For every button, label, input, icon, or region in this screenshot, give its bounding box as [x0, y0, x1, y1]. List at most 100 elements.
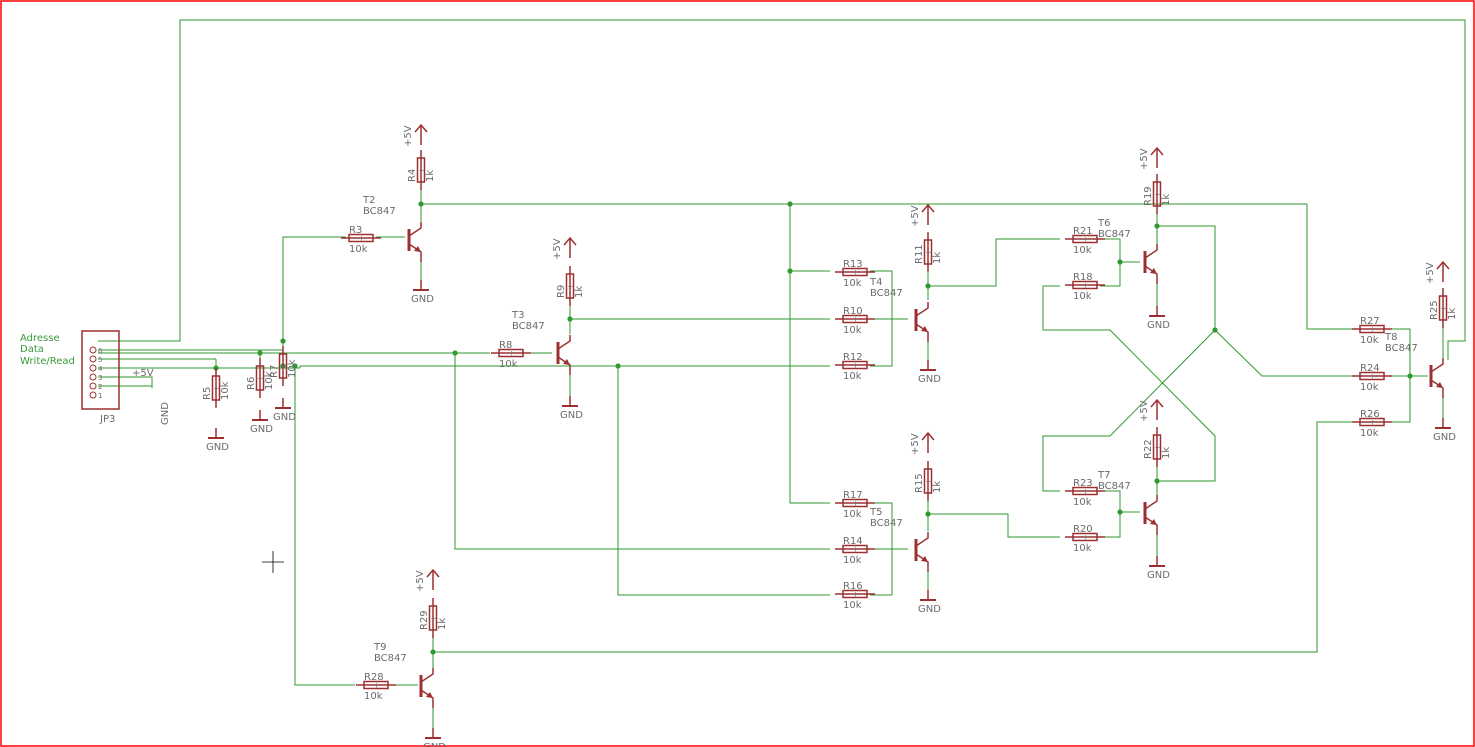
emitter-arrow [563, 359, 570, 365]
ground-label: GND [250, 424, 273, 435]
resistor-value-label: 1k [932, 481, 943, 493]
transistor-t5 [914, 532, 929, 572]
signal-label-adresse: Adresse [20, 333, 60, 344]
connector-pin-number: 4 [98, 365, 103, 373]
resistor-body [278, 353, 288, 379]
resistor-value-label: 10k [1360, 428, 1379, 439]
polarity-mark: + [1083, 282, 1089, 290]
junction-dot [567, 316, 573, 322]
supply-arrow-icon [563, 236, 577, 246]
wire [454, 353, 830, 550]
transistor-t7 [1143, 495, 1158, 535]
junction-dot [452, 350, 458, 356]
resistor-value-label: 10k [843, 600, 862, 611]
resistor-r11: + [923, 232, 933, 272]
resistor-r28: + [356, 680, 396, 690]
junction-dot [787, 268, 793, 274]
transistor-value-label: BC847 [1098, 481, 1131, 492]
resistor-value-label: 10k [843, 325, 862, 336]
ground-symbol [208, 428, 224, 439]
polarity-mark: + [374, 682, 380, 690]
resistor-r15: + [923, 461, 933, 501]
resistor-body [1072, 280, 1098, 290]
resistor-value-label: 10k [349, 244, 368, 255]
wire [1042, 329, 1216, 492]
resistor-ref-label: R7 [269, 365, 280, 378]
resistor-ref-label: R5 [202, 387, 213, 400]
resistor-body [498, 348, 524, 358]
polarity-mark: + [509, 350, 515, 358]
resistor-ref-label: R27 [1360, 316, 1380, 327]
junction-dot [257, 350, 263, 356]
resistor-value-label: 10k [843, 278, 862, 289]
transistor-ref-label: T3 [511, 310, 524, 321]
resistor-value-label: 10k [1073, 291, 1092, 302]
ground-label: GND [411, 294, 434, 305]
supply-symbol [921, 203, 935, 225]
resistor-ref-label: R29 [419, 610, 430, 630]
ground-label: GND [206, 442, 229, 453]
ground-label: GND [423, 742, 446, 747]
wire [1157, 225, 1352, 377]
resistor-r5: + [211, 368, 221, 408]
resistor-body [363, 680, 389, 690]
wire [421, 203, 1352, 330]
polarity-mark: + [214, 385, 220, 393]
resistor-ref-label: R25 [1429, 300, 1440, 320]
polarity-mark: + [419, 167, 425, 175]
wire [789, 204, 830, 504]
connector-pin-icon [89, 346, 97, 354]
resistor-ref-label: R28 [364, 672, 384, 683]
supply-symbol [1150, 398, 1164, 420]
resistor-r19: + [1152, 174, 1162, 214]
resistor-body [842, 589, 868, 599]
wire [98, 236, 346, 351]
resistor-ref-label: R19 [1143, 186, 1154, 206]
supply-label: +5V [1425, 262, 1436, 284]
ground-symbol [425, 728, 441, 739]
resistor-value-label: 1k [932, 252, 943, 264]
ground-symbol [1149, 556, 1165, 567]
wire [1100, 512, 1121, 538]
transistor-t3 [556, 335, 571, 375]
resistor-r25: + [1438, 288, 1448, 328]
junction-dot [1117, 259, 1123, 265]
resistor-r12: + [835, 360, 875, 370]
supply-label: +5V [552, 238, 563, 260]
supply-arrow-icon [414, 123, 428, 133]
resistor-value-label: 10k [1360, 382, 1379, 393]
crosshair [262, 551, 284, 573]
resistor-ref-label: R13 [843, 259, 863, 270]
transistor-emitter [1144, 265, 1158, 284]
resistor-r17: + [835, 498, 875, 508]
ground-symbol [413, 280, 429, 291]
transistor-t4 [914, 302, 929, 342]
resistor-ref-label: R17 [843, 490, 863, 501]
junctions [213, 201, 1413, 655]
junction-dot [418, 201, 424, 207]
resistor-ref-label: R12 [843, 352, 863, 363]
resistor-ref-label: R21 [1073, 226, 1093, 237]
resistor-value-label: 1k [1161, 194, 1172, 206]
resistor-r26: + [1352, 417, 1392, 427]
junction-dot [1117, 509, 1123, 515]
resistor-value-label: 10k [1073, 543, 1092, 554]
junction-dot [925, 511, 931, 517]
supply-label: +5V [415, 570, 426, 592]
transistor-t8 [1429, 358, 1444, 398]
connector-pin-number: 3 [98, 374, 102, 382]
polarity-mark: + [1083, 488, 1089, 496]
resistor-r27: + [1352, 324, 1392, 334]
resistor-body [842, 267, 868, 277]
resistor-body [1152, 434, 1162, 460]
connector-pin-icon [89, 373, 97, 381]
transistor-collector [915, 302, 929, 317]
transistor-t9 [419, 668, 434, 708]
transistor-collector [557, 335, 571, 350]
polarity-mark: + [853, 591, 859, 599]
supply-label: +5V [910, 433, 921, 455]
polarity-mark: + [926, 478, 932, 486]
supply-arrow-icon [921, 203, 935, 213]
components: +++++++++++++++++++++++++++ [81, 123, 1451, 739]
resistor-body [842, 544, 868, 554]
